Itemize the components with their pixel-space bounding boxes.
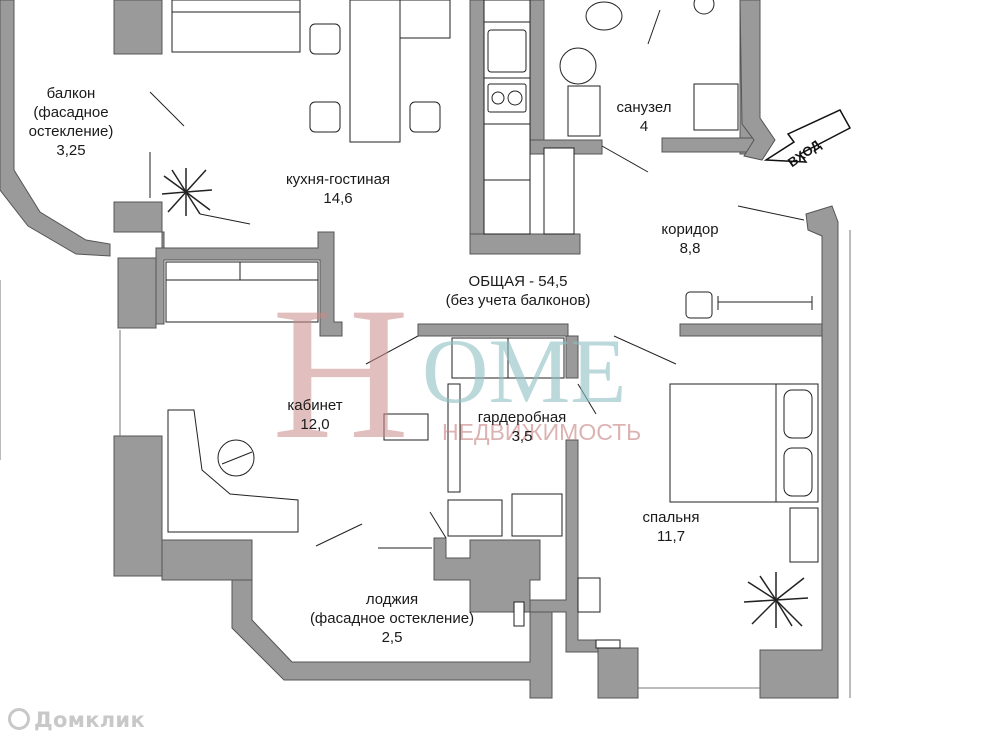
toilet bbox=[585, 1, 623, 31]
domclick-label: Домклик bbox=[34, 708, 145, 732]
plant-kitchen bbox=[161, 168, 213, 216]
label-study: кабинет 12,0 bbox=[274, 396, 356, 434]
plant-bedroom bbox=[743, 572, 809, 628]
wall-study-loggia bbox=[433, 537, 541, 613]
wall-bathroom-left bbox=[529, 0, 545, 155]
label-bedroom: спальня 11,7 bbox=[626, 508, 716, 546]
wall-kitchen-study bbox=[155, 231, 343, 337]
wall-top-left bbox=[113, 0, 163, 55]
door-lines bbox=[149, 9, 805, 549]
wall-balcony-study bbox=[113, 201, 165, 329]
domclick-logo-icon bbox=[8, 708, 30, 730]
loggia-note: (фасадное остекление) bbox=[309, 610, 475, 627]
wall-bathroom-bottom-right bbox=[661, 137, 755, 153]
wall-central bbox=[417, 323, 569, 337]
label-kitchen: кухня-гостиная 14,6 bbox=[268, 170, 408, 208]
label-bathroom: санузел 4 bbox=[604, 98, 684, 136]
pillow bbox=[783, 447, 813, 497]
bedroom-area: 11,7 bbox=[656, 528, 686, 545]
wardrobe-rack bbox=[447, 383, 461, 493]
bathroom-area: 4 bbox=[639, 118, 649, 135]
kitchen-name: кухня-гостиная bbox=[285, 171, 391, 188]
wall-right-outer bbox=[759, 205, 839, 699]
chair bbox=[309, 23, 341, 55]
shoe-cabinet bbox=[685, 291, 713, 319]
study-name: кабинет bbox=[287, 397, 343, 414]
corridor-area: 8,8 bbox=[679, 240, 701, 257]
loggia-name: лоджия bbox=[365, 591, 419, 608]
wall-bottom-mid bbox=[597, 647, 639, 699]
label-total: ОБЩАЯ - 54,5 (без учета балконов) bbox=[420, 272, 616, 310]
pillow bbox=[783, 389, 813, 439]
study-sofa bbox=[165, 261, 319, 323]
kitchen-area: 14,6 bbox=[323, 190, 353, 207]
radiator-bottom bbox=[595, 639, 621, 649]
wardrobe-box bbox=[511, 493, 563, 537]
total-area: ОБЩАЯ - 54,5 bbox=[468, 273, 568, 290]
wardrobe-area: 3,5 bbox=[511, 428, 533, 445]
fridge bbox=[543, 147, 575, 235]
balcony-name: балкон bbox=[46, 85, 96, 102]
chair bbox=[309, 101, 341, 133]
total-note: (без учета балконов) bbox=[445, 292, 591, 309]
label-wardrobe: гардеробная 3,5 bbox=[462, 408, 582, 446]
study-desk bbox=[167, 409, 299, 533]
label-loggia: лоджия (фасадное остекление) 2,5 bbox=[282, 590, 502, 647]
domclick-watermark: Домклик bbox=[8, 708, 145, 732]
balcony-area: 3,25 bbox=[56, 142, 86, 159]
outlet bbox=[513, 601, 525, 627]
furniture bbox=[165, 0, 819, 649]
wall-kitchen-partition bbox=[469, 0, 485, 255]
wall-kitchen-bottom bbox=[469, 233, 581, 255]
wall-wardrobe-right bbox=[565, 335, 579, 379]
loggia-area: 2,5 bbox=[381, 629, 403, 646]
sink bbox=[487, 29, 527, 73]
wall-study-left bbox=[113, 435, 163, 577]
wall-corridor-bedroom bbox=[679, 323, 823, 337]
washing-machine bbox=[567, 85, 601, 137]
label-balcony: балкон (фасадное остекление) 3,25 bbox=[16, 84, 126, 160]
corridor-name: коридор bbox=[661, 221, 719, 238]
balcony-note: (фасадное остекление) bbox=[28, 104, 114, 140]
study-area: 12,0 bbox=[300, 416, 330, 433]
wall-entry-corner bbox=[739, 0, 776, 161]
window-lines bbox=[0, 230, 851, 698]
radiator bbox=[383, 413, 429, 441]
bathroom-name: санузел bbox=[616, 99, 672, 116]
wall-wardrobe-lower bbox=[529, 439, 605, 653]
kitchen-island bbox=[399, 0, 451, 39]
bedroom-name: спальня bbox=[642, 509, 700, 526]
balcony-outer-wall bbox=[0, 0, 111, 257]
shower-cabinet bbox=[693, 83, 739, 131]
kitchen-sofa bbox=[171, 0, 301, 53]
label-corridor: коридор 8,8 bbox=[648, 220, 732, 258]
dining-table bbox=[349, 0, 401, 143]
walls bbox=[0, 0, 839, 699]
entry-arrow-icon bbox=[763, 109, 852, 163]
washbasin bbox=[559, 47, 597, 85]
wardrobe-box bbox=[447, 499, 503, 537]
wall-loggia-outer bbox=[231, 579, 553, 699]
heater bbox=[577, 577, 601, 613]
wardrobe-name: гардеробная bbox=[477, 409, 567, 426]
chair bbox=[409, 101, 441, 133]
nightstand bbox=[789, 507, 819, 563]
